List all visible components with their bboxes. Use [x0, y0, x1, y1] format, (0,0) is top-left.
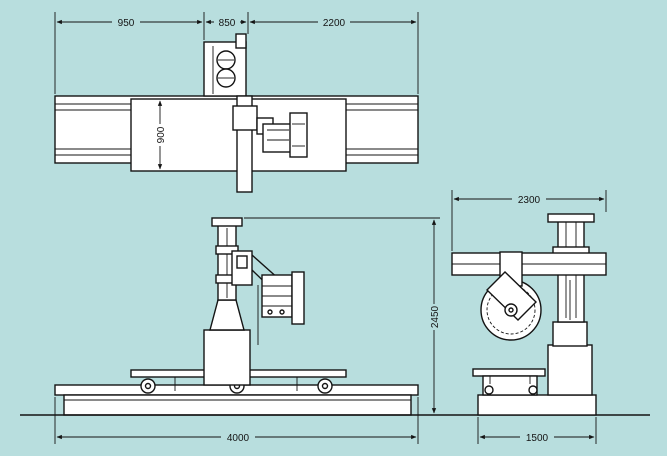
dim-label-1500: 1500 [526, 433, 549, 444]
dim-label-4000: 4000 [227, 433, 250, 444]
side-base-dimension: 1500 [477, 417, 597, 444]
dim-label-2300: 2300 [518, 195, 541, 206]
column-base [203, 329, 251, 386]
dim-label-2450: 2450 [430, 305, 441, 328]
side-view [451, 213, 607, 416]
height-dimension: 2450 [244, 217, 441, 416]
plan-view [54, 33, 419, 193]
side-base [477, 394, 597, 416]
top-dimensions: 950 850 2200 900 [54, 12, 419, 170]
side-width-dimension: 2300 [451, 190, 607, 251]
dim-label-850: 850 [219, 18, 236, 29]
dim-label-2200: 2200 [323, 18, 346, 29]
side-column-base [547, 344, 593, 396]
plan-motor [262, 123, 292, 153]
dim-label-900: 900 [156, 126, 167, 143]
front-view [20, 217, 650, 416]
dim-label-950: 950 [118, 18, 135, 29]
base-length-dimension: 4000 [54, 397, 419, 444]
